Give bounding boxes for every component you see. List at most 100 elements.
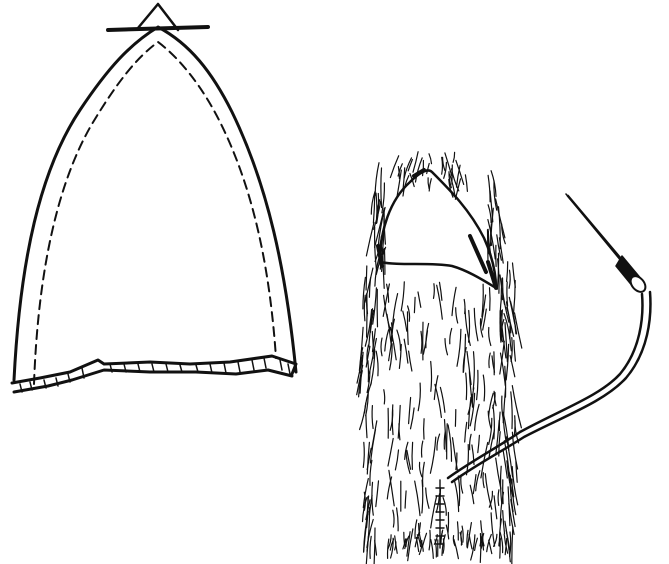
fur-stroke (381, 338, 382, 356)
fur-stroke (454, 539, 459, 558)
fur-stroke (430, 437, 435, 473)
fur-stroke (462, 526, 463, 542)
fur-stroke (385, 330, 389, 351)
fur-stroke (368, 361, 369, 382)
fur-stroke (465, 175, 467, 192)
flat-pattern-panel (12, 4, 296, 392)
fur-stroke (373, 288, 377, 324)
fur-stroke (440, 387, 445, 412)
fur-stroke (491, 513, 495, 546)
fur-stroke (370, 460, 372, 485)
fur-stroke (431, 540, 434, 559)
fur-stroke (489, 353, 490, 368)
fur-stroke (510, 356, 515, 377)
fur-stroke (470, 434, 472, 450)
fur-stroke (397, 330, 401, 350)
fur-stroke (475, 404, 480, 430)
needle (566, 194, 648, 295)
seam-allowance-dashed-line (34, 42, 276, 384)
fur-stroke (426, 488, 429, 508)
fur-stroke (397, 508, 399, 531)
fur-stroke (411, 408, 415, 429)
fur-stroke (440, 282, 442, 300)
fur-stroke (512, 527, 513, 564)
fur-stroke (499, 207, 501, 249)
fur-stroke (501, 466, 502, 504)
fur-stroke (474, 308, 478, 340)
fur-stroke (416, 537, 418, 551)
fur-stroke (466, 373, 467, 400)
fur-stroke (490, 288, 491, 311)
fur-stroke (455, 481, 459, 512)
fur-stroke (409, 351, 412, 371)
fur-stroke (483, 375, 484, 401)
fur-stroke (469, 534, 472, 549)
fur-stroke (398, 406, 400, 439)
fur-stroke (494, 496, 497, 519)
pattern-outline (14, 27, 296, 380)
fur-stroke (370, 536, 371, 558)
fur-stroke (393, 510, 394, 527)
fur-stroke (423, 161, 424, 176)
fur-stroke (473, 352, 474, 390)
fur-stroke (421, 331, 422, 353)
fur-edge-underside (14, 370, 292, 392)
fur-stroke (476, 471, 480, 491)
fur-stroke (363, 442, 364, 467)
fur-stroke (384, 390, 385, 404)
fur-stroke (364, 295, 365, 321)
fur-stroke (514, 340, 516, 361)
fur-stroke (478, 435, 480, 452)
fur-stroke (419, 462, 421, 476)
fur-stroke (505, 521, 510, 562)
fur-stroke (498, 490, 499, 506)
fur-stroke (456, 308, 458, 323)
fur-stroke (366, 223, 374, 256)
fur-stroke (414, 297, 415, 312)
fur-stroke (415, 520, 417, 539)
fur-stroke (489, 393, 494, 416)
fur-stroke (404, 339, 408, 363)
fur-stroke (415, 481, 420, 515)
fur-stroke (431, 362, 432, 392)
fur-stroke (507, 262, 508, 282)
fur-stroke (448, 425, 451, 461)
fur-stroke (511, 392, 512, 429)
fur-stroke (447, 424, 448, 459)
fur-stroke (412, 442, 413, 469)
fur-stroke (489, 540, 492, 554)
fur-stroke (488, 175, 490, 201)
fur-stroke (509, 270, 510, 288)
inner-ear-opening (380, 170, 496, 288)
fur-stroke (418, 292, 421, 307)
fur-stroke (407, 450, 411, 469)
sewn-ear-panel (357, 152, 651, 564)
fur-stroke (407, 312, 408, 345)
fur-stroke (465, 422, 467, 442)
fur-stroke (376, 481, 379, 507)
fur-stroke (489, 430, 494, 457)
fur-stroke (458, 522, 459, 540)
fur-stroke (437, 285, 443, 319)
fur-stroke (507, 282, 508, 306)
fur-stroke (450, 329, 452, 344)
fur-stroke (409, 398, 411, 424)
fur-stroke (445, 339, 448, 355)
fur-stroke (422, 480, 423, 513)
fur-stroke (413, 152, 418, 173)
fur-stroke (366, 415, 367, 437)
fur-stroke (405, 491, 406, 508)
fur-stroke (512, 386, 521, 428)
fur-stroke (372, 482, 373, 515)
fur-stroke (422, 441, 423, 457)
fur-stroke (401, 282, 404, 311)
fur-stroke (388, 439, 393, 467)
fur-stroke (418, 383, 420, 411)
fur-stroke (372, 406, 373, 429)
fur-stroke (455, 179, 460, 200)
fur-stroke (366, 266, 367, 290)
fur-stroke (395, 450, 398, 470)
fur-stroke (467, 352, 471, 385)
fur-stroke (390, 156, 398, 178)
